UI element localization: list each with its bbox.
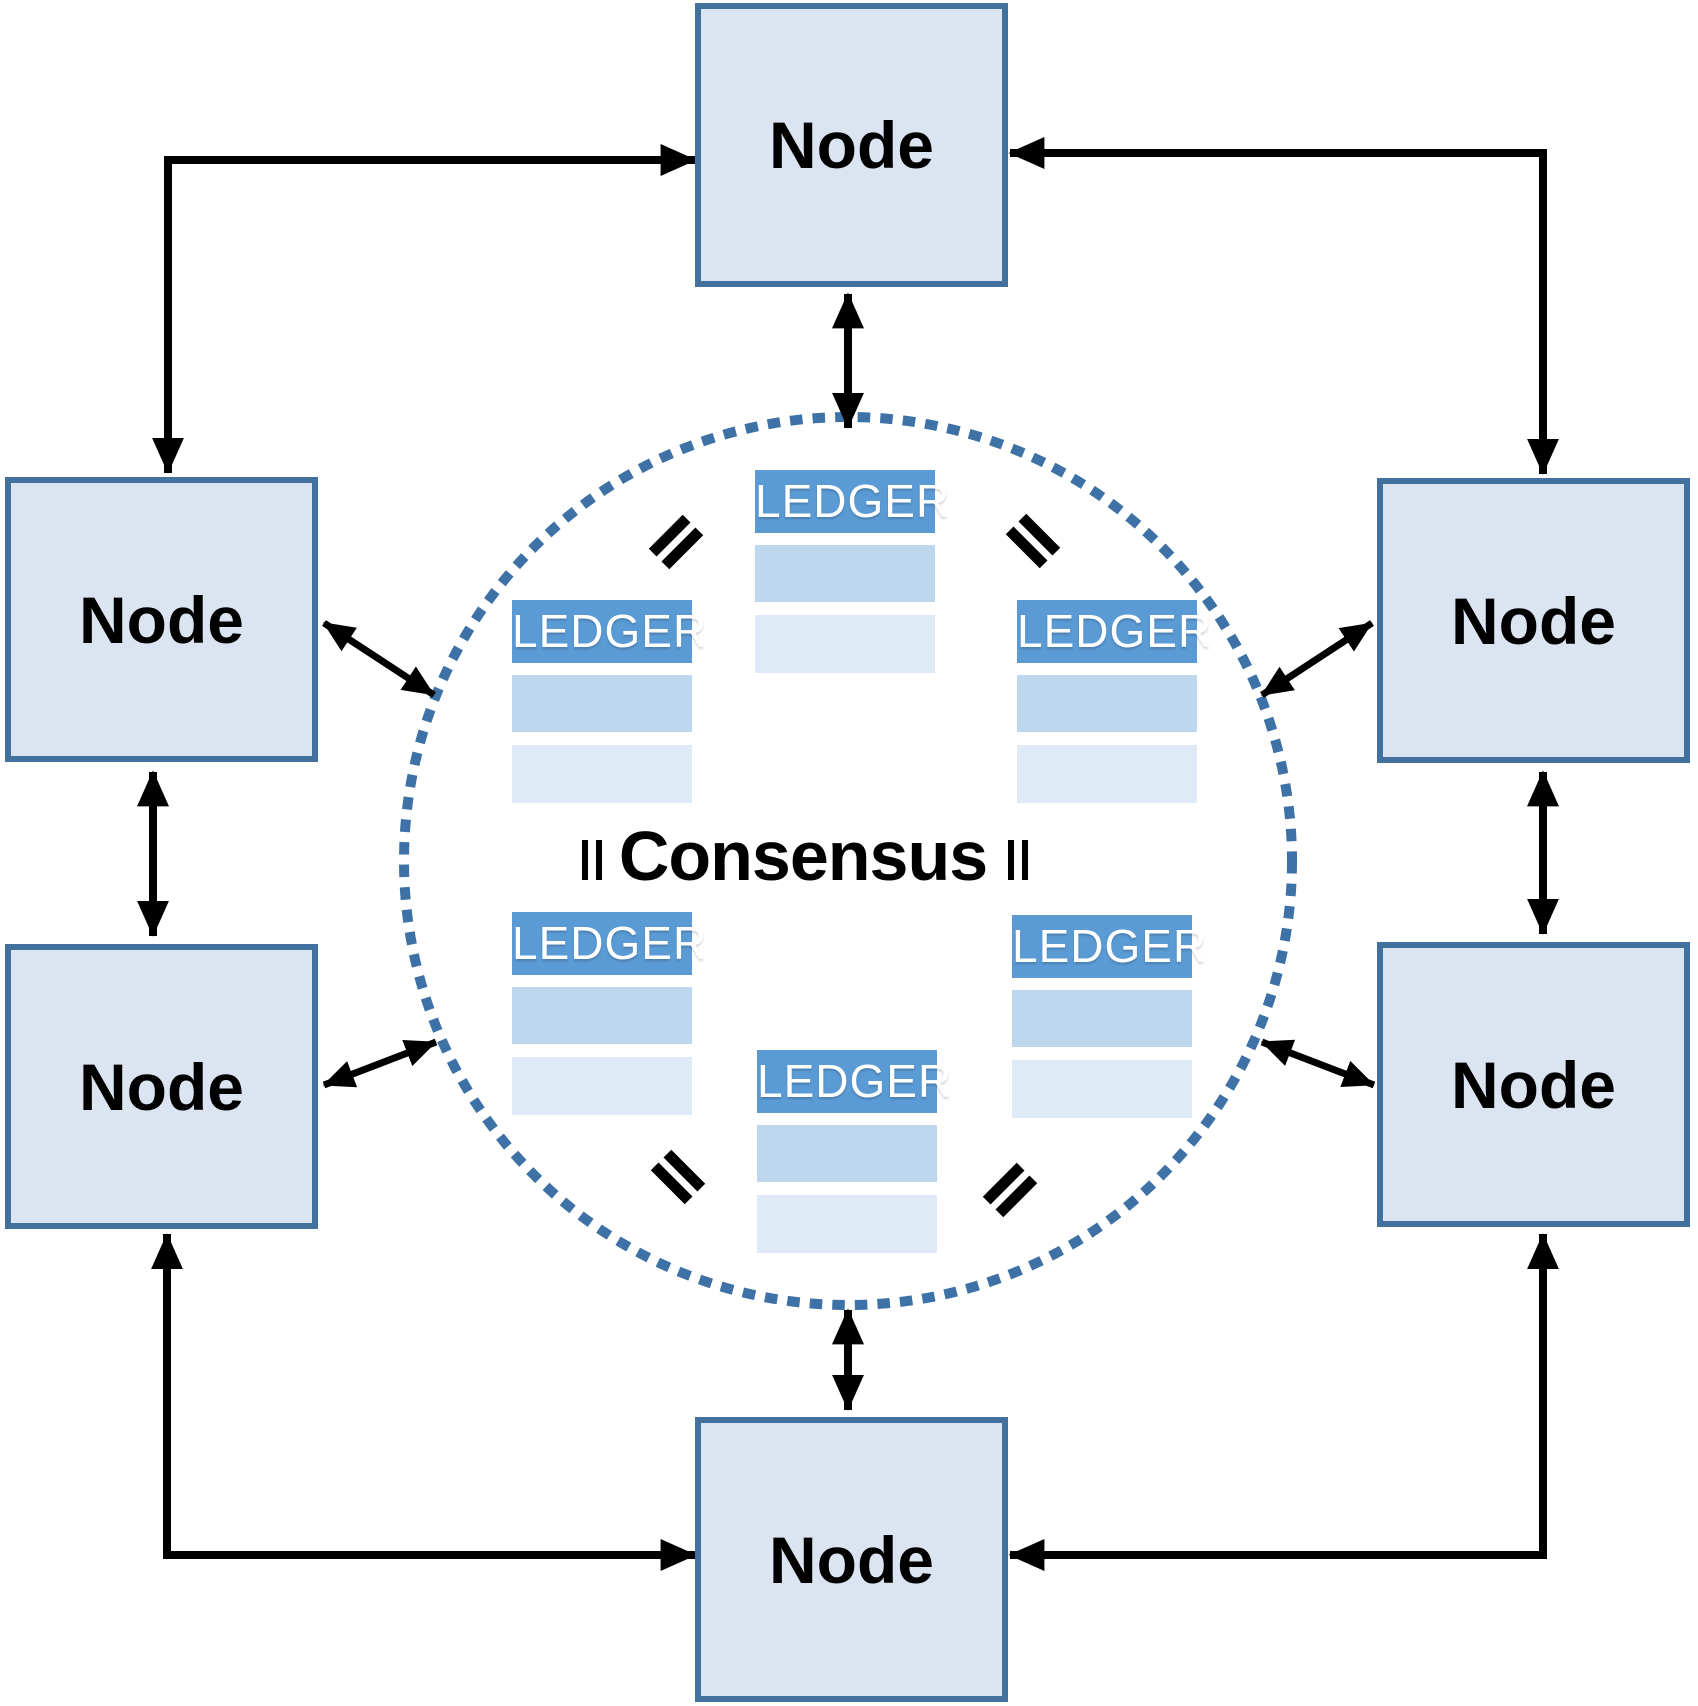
- ledger-row: [757, 1195, 937, 1253]
- ledger-table-upper-left: LEDGER: [512, 600, 706, 803]
- arrow-lowerleft-to-circle: [322, 1038, 438, 1089]
- ledger-header: LEDGER: [1017, 600, 1211, 663]
- node-label: Node: [769, 108, 934, 182]
- ledger-row: [512, 675, 692, 732]
- ledger-row: [512, 745, 692, 803]
- node-label: Node: [1451, 583, 1616, 658]
- equals-icon: [648, 514, 704, 570]
- consensus-boundary-circle: [399, 412, 1297, 1310]
- equals-icon: [1005, 513, 1061, 569]
- equals-icon: [1008, 840, 1028, 880]
- equals-icon: [582, 840, 602, 880]
- arrow-top-to-upperleft: [152, 144, 697, 474]
- equals-icon: [650, 1149, 706, 1205]
- ledger-header: LEDGER: [1012, 915, 1206, 978]
- equals-icon: [982, 1162, 1038, 1218]
- arrow-top-to-upperright: [1008, 137, 1559, 475]
- ledger-header: LEDGER: [512, 912, 706, 975]
- consensus-label: Consensus: [618, 817, 988, 895]
- ledger-row: [757, 1125, 937, 1182]
- node-box-upper-left: Node: [5, 477, 318, 762]
- ledger-table-top: LEDGER: [755, 470, 949, 673]
- ledger-row: [755, 545, 935, 602]
- ledger-table-lower-right: LEDGER: [1012, 915, 1206, 1118]
- node-label: Node: [1451, 1047, 1616, 1122]
- ledger-row: [1017, 745, 1197, 803]
- node-label: Node: [79, 1049, 244, 1124]
- arrow-upperright-to-circle: [1260, 620, 1374, 698]
- node-box-lower-left: Node: [5, 944, 318, 1229]
- ledger-row: [1017, 675, 1197, 732]
- node-label: Node: [769, 1522, 934, 1597]
- node-box-bottom: Node: [695, 1417, 1008, 1702]
- arrow-bottom-to-lowerright: [1008, 1233, 1559, 1571]
- ledger-header: LEDGER: [755, 470, 949, 533]
- ledger-row: [1012, 1060, 1192, 1118]
- ledger-header: LEDGER: [512, 600, 706, 663]
- node-label: Node: [79, 582, 244, 657]
- arrow-bottom-to-lowerleft: [151, 1233, 697, 1571]
- ledger-table-upper-right: LEDGER: [1017, 600, 1211, 803]
- node-box-upper-right: Node: [1377, 478, 1690, 763]
- node-box-lower-right: Node: [1377, 942, 1690, 1227]
- ledger-header: LEDGER: [757, 1050, 951, 1113]
- ledger-table-bottom: LEDGER: [757, 1050, 951, 1253]
- ledger-row: [512, 987, 692, 1044]
- ledger-row: [755, 615, 935, 673]
- ledger-row: [512, 1057, 692, 1115]
- arrow-lowerright-to-circle: [1260, 1038, 1376, 1089]
- ledger-table-lower-left: LEDGER: [512, 912, 706, 1115]
- ledger-row: [1012, 990, 1192, 1047]
- arrow-upperleft-to-circle: [322, 620, 436, 698]
- node-box-top: Node: [695, 3, 1008, 287]
